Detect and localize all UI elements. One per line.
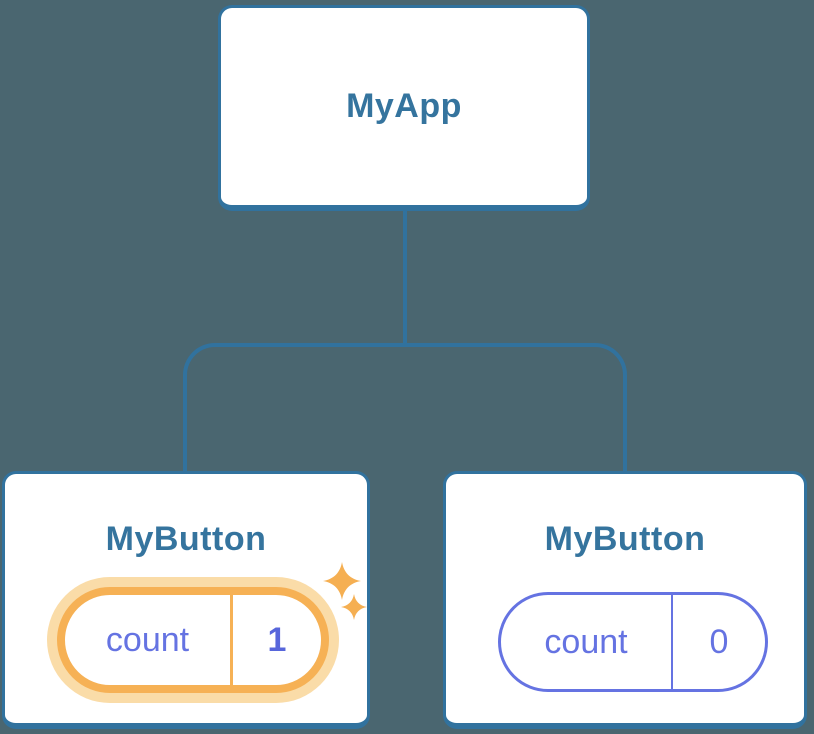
pill-divider [230,595,233,685]
sparkle-icon-large [323,562,361,600]
node-mybutton-plain: MyButton count 0 [443,471,807,729]
pill-divider [671,595,673,689]
node-title: MyApp [346,87,462,125]
state-value: 0 [709,622,729,661]
state-key: count [544,622,628,661]
tree-connector-stem [403,209,407,345]
state-key: count [105,620,190,659]
state-pill: count 0 [498,592,768,692]
node-mybutton-updated: MyButton count 1 [2,471,370,729]
node-title: MyButton [105,520,267,558]
node-title: MyButton [544,520,706,558]
sparkle-icon-small [341,594,367,620]
tree-connector-bracket [183,343,627,473]
state-pill: count 1 [57,587,329,693]
node-myapp: MyApp [218,5,590,211]
state-pill-highlighted: count 1 [47,577,339,703]
state-value: 1 [267,620,287,659]
